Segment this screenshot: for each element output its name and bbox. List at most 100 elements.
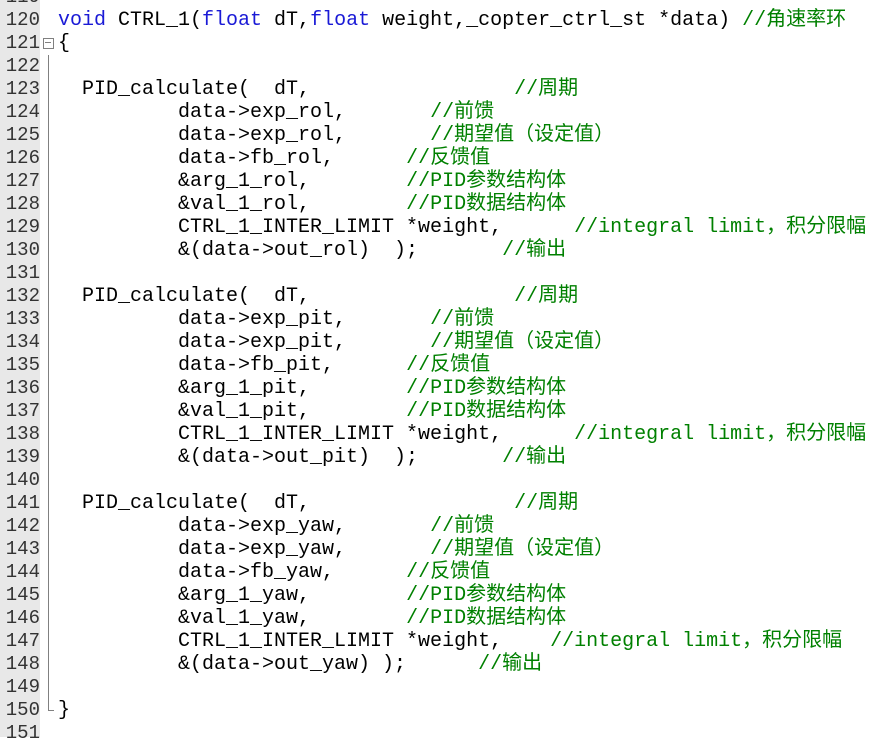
- code-text[interactable]: &arg_1_rol, //PID参数结构体: [58, 170, 566, 193]
- code-text[interactable]: data->exp_yaw, //前馈: [58, 515, 494, 538]
- fold-guide: [43, 561, 54, 584]
- code-token: &arg_1_yaw,: [58, 584, 407, 607]
- code-line[interactable]: 124 data->exp_rol, //前馈: [0, 101, 881, 124]
- code-line[interactable]: 145 &arg_1_yaw, //PID参数结构体: [0, 584, 881, 607]
- comment-token: //输出: [502, 446, 567, 469]
- code-text[interactable]: void CTRL_1(float dT,float weight,_copte…: [58, 9, 846, 32]
- code-line[interactable]: 125 data->exp_rol, //期望值（设定值）: [0, 124, 881, 147]
- code-line[interactable]: 142 data->exp_yaw, //前馈: [0, 515, 881, 538]
- code-text[interactable]: PID_calculate( dT, //周期: [58, 78, 578, 101]
- code-line[interactable]: 135 data->fb_pit, //反馈值: [0, 354, 881, 377]
- line-number: 149: [5, 676, 40, 698]
- code-line[interactable]: 119: [0, 0, 881, 9]
- fold-guide: [43, 285, 54, 308]
- code-line[interactable]: 147 CTRL_1_INTER_LIMIT *weight, //integr…: [0, 630, 881, 653]
- code-text[interactable]: &val_1_yaw, //PID数据结构体: [58, 607, 566, 630]
- comment-token: //反馈值: [406, 561, 491, 584]
- comment-token: //integral limit，积分限幅: [550, 630, 843, 653]
- code-text[interactable]: data->exp_yaw, //期望值（设定值）: [58, 538, 614, 561]
- line-number: 132: [5, 285, 40, 307]
- code-text[interactable]: }: [58, 699, 70, 722]
- code-line[interactable]: 148 &(data->out_yaw) ); //输出: [0, 653, 881, 676]
- code-line[interactable]: 143 data->exp_yaw, //期望值（设定值）: [0, 538, 881, 561]
- comment-token: //期望值（设定值）: [430, 538, 615, 561]
- fold-guide: [43, 55, 54, 78]
- fold-guide: [43, 607, 54, 630]
- code-line[interactable]: 121{: [0, 32, 881, 55]
- code-text[interactable]: data->fb_yaw, //反馈值: [58, 561, 490, 584]
- code-text[interactable]: data->fb_pit, //反馈值: [58, 354, 490, 377]
- code-token: PID_calculate( dT,: [58, 285, 515, 308]
- code-line[interactable]: 140: [0, 469, 881, 492]
- line-number: 136: [5, 377, 40, 399]
- code-token: data->fb_pit,: [58, 354, 407, 377]
- fold-guide: [43, 630, 54, 653]
- code-text[interactable]: &val_1_rol, //PID数据结构体: [58, 193, 566, 216]
- code-text[interactable]: &(data->out_yaw) ); //输出: [58, 653, 542, 676]
- code-line[interactable]: 131: [0, 262, 881, 285]
- line-number: 119: [0, 0, 40, 9]
- code-text[interactable]: CTRL_1_INTER_LIMIT *weight, //integral l…: [58, 216, 866, 239]
- code-line[interactable]: 138 CTRL_1_INTER_LIMIT *weight, //integr…: [0, 423, 881, 446]
- fold-guide: [43, 653, 54, 676]
- code-line[interactable]: 134 data->exp_pit, //期望值（设定值）: [0, 331, 881, 354]
- code-line[interactable]: 128 &val_1_rol, //PID数据结构体: [0, 193, 881, 216]
- code-text[interactable]: {: [58, 32, 70, 55]
- code-token: data->exp_pit,: [58, 308, 431, 331]
- fold-guide: [43, 469, 54, 492]
- code-line[interactable]: 151: [0, 722, 881, 745]
- code-line[interactable]: 126 data->fb_rol, //反馈值: [0, 147, 881, 170]
- code-line[interactable]: 130 &(data->out_rol) ); //输出: [0, 239, 881, 262]
- code-text[interactable]: data->exp_rol, //前馈: [58, 101, 494, 124]
- fold-guide: [43, 446, 54, 469]
- line-number: 126: [5, 147, 40, 169]
- code-line[interactable]: 146 &val_1_yaw, //PID数据结构体: [0, 607, 881, 630]
- fold-guide: [43, 0, 54, 9]
- line-number: 145: [5, 584, 40, 606]
- code-text[interactable]: data->fb_rol, //反馈值: [58, 147, 490, 170]
- code-line[interactable]: 137 &val_1_pit, //PID数据结构体: [0, 400, 881, 423]
- code-text[interactable]: data->exp_rol, //期望值（设定值）: [58, 124, 614, 147]
- code-token: CTRL_1_INTER_LIMIT *weight,: [58, 423, 575, 446]
- code-line[interactable]: 129 CTRL_1_INTER_LIMIT *weight, //integr…: [0, 216, 881, 239]
- code-token: CTRL_1(: [106, 9, 203, 32]
- fold-toggle-icon[interactable]: [43, 32, 54, 55]
- code-token: data->fb_rol,: [58, 147, 407, 170]
- code-text[interactable]: data->exp_pit, //期望值（设定值）: [58, 331, 614, 354]
- code-text[interactable]: &val_1_pit, //PID数据结构体: [58, 400, 566, 423]
- fold-guide: [43, 423, 54, 446]
- code-line[interactable]: 139 &(data->out_pit) ); //输出: [0, 446, 881, 469]
- code-line[interactable]: 136 &arg_1_pit, //PID参数结构体: [0, 377, 881, 400]
- code-text[interactable]: &arg_1_yaw, //PID参数结构体: [58, 584, 566, 607]
- code-token: CTRL_1_INTER_LIMIT *weight,: [58, 216, 575, 239]
- code-line[interactable]: 150}: [0, 699, 881, 722]
- code-line[interactable]: 141 PID_calculate( dT, //周期: [0, 492, 881, 515]
- code-line[interactable]: 149: [0, 676, 881, 699]
- fold-guide: [43, 676, 54, 699]
- code-text[interactable]: CTRL_1_INTER_LIMIT *weight, //integral l…: [58, 630, 842, 653]
- code-line[interactable]: 133 data->exp_pit, //前馈: [0, 308, 881, 331]
- fold-guide: [43, 78, 54, 101]
- code-line[interactable]: 144 data->fb_yaw, //反馈值: [0, 561, 881, 584]
- code-token: {: [58, 32, 71, 55]
- fold-guide: [43, 377, 54, 400]
- comment-token: //前馈: [430, 101, 495, 124]
- line-number: 131: [5, 262, 40, 284]
- code-token: &arg_1_rol,: [58, 170, 407, 193]
- code-text[interactable]: data->exp_pit, //前馈: [58, 308, 494, 331]
- code-token: &val_1_pit,: [58, 400, 407, 423]
- code-text[interactable]: &(data->out_pit) ); //输出: [58, 446, 566, 469]
- code-line[interactable]: 122: [0, 55, 881, 78]
- code-text[interactable]: &arg_1_pit, //PID参数结构体: [58, 377, 566, 400]
- code-token: PID_calculate( dT,: [58, 78, 515, 101]
- code-text[interactable]: CTRL_1_INTER_LIMIT *weight, //integral l…: [58, 423, 866, 446]
- code-text[interactable]: PID_calculate( dT, //周期: [58, 492, 578, 515]
- code-line[interactable]: 123 PID_calculate( dT, //周期: [0, 78, 881, 101]
- code-text[interactable]: PID_calculate( dT, //周期: [58, 285, 578, 308]
- code-text[interactable]: &(data->out_rol) ); //输出: [58, 239, 566, 262]
- code-line[interactable]: 127 &arg_1_rol, //PID参数结构体: [0, 170, 881, 193]
- code-line[interactable]: 132 PID_calculate( dT, //周期: [0, 285, 881, 308]
